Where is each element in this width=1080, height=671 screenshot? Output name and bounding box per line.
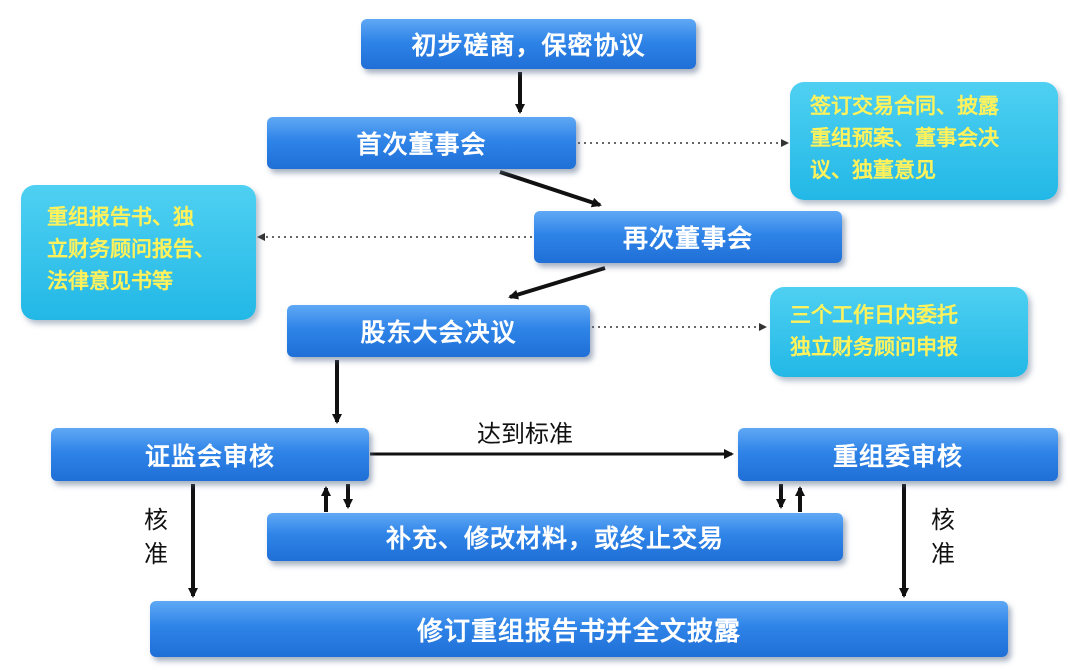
note-second-board: 重组报告书、独 立财务顾问报告、 法律意见书等 (21, 185, 256, 320)
note-first-board: 签订交易合同、披露 重组预案、董事会决 议、独董意见 (790, 82, 1058, 200)
node-final-disclosure: 修订重组报告书并全文披露 (150, 601, 1008, 657)
label-reach-standard: 达到标准 (477, 420, 573, 448)
arrow-first-to-second-board (499, 170, 602, 208)
note-shareholders: 三个工作日内委托 独立财务顾问申报 (770, 287, 1028, 377)
label-approve-left: 核准 (144, 506, 168, 568)
node-restructuring-committee-review: 重组委审核 (738, 428, 1058, 481)
node-shareholders-resolution: 股东大会决议 (287, 305, 590, 357)
node-csrc-review: 证监会审核 (51, 428, 369, 481)
node-supplement-or-terminate: 补充、修改材料，或终止交易 (267, 513, 843, 561)
node-initial-negotiation: 初步磋商，保密协议 (361, 19, 696, 69)
arrow-second-board-to-shareholders (508, 266, 606, 300)
node-second-board-meeting: 再次董事会 (534, 211, 842, 263)
node-first-board-meeting: 首次董事会 (267, 117, 576, 169)
label-approve-right: 核准 (931, 506, 955, 568)
